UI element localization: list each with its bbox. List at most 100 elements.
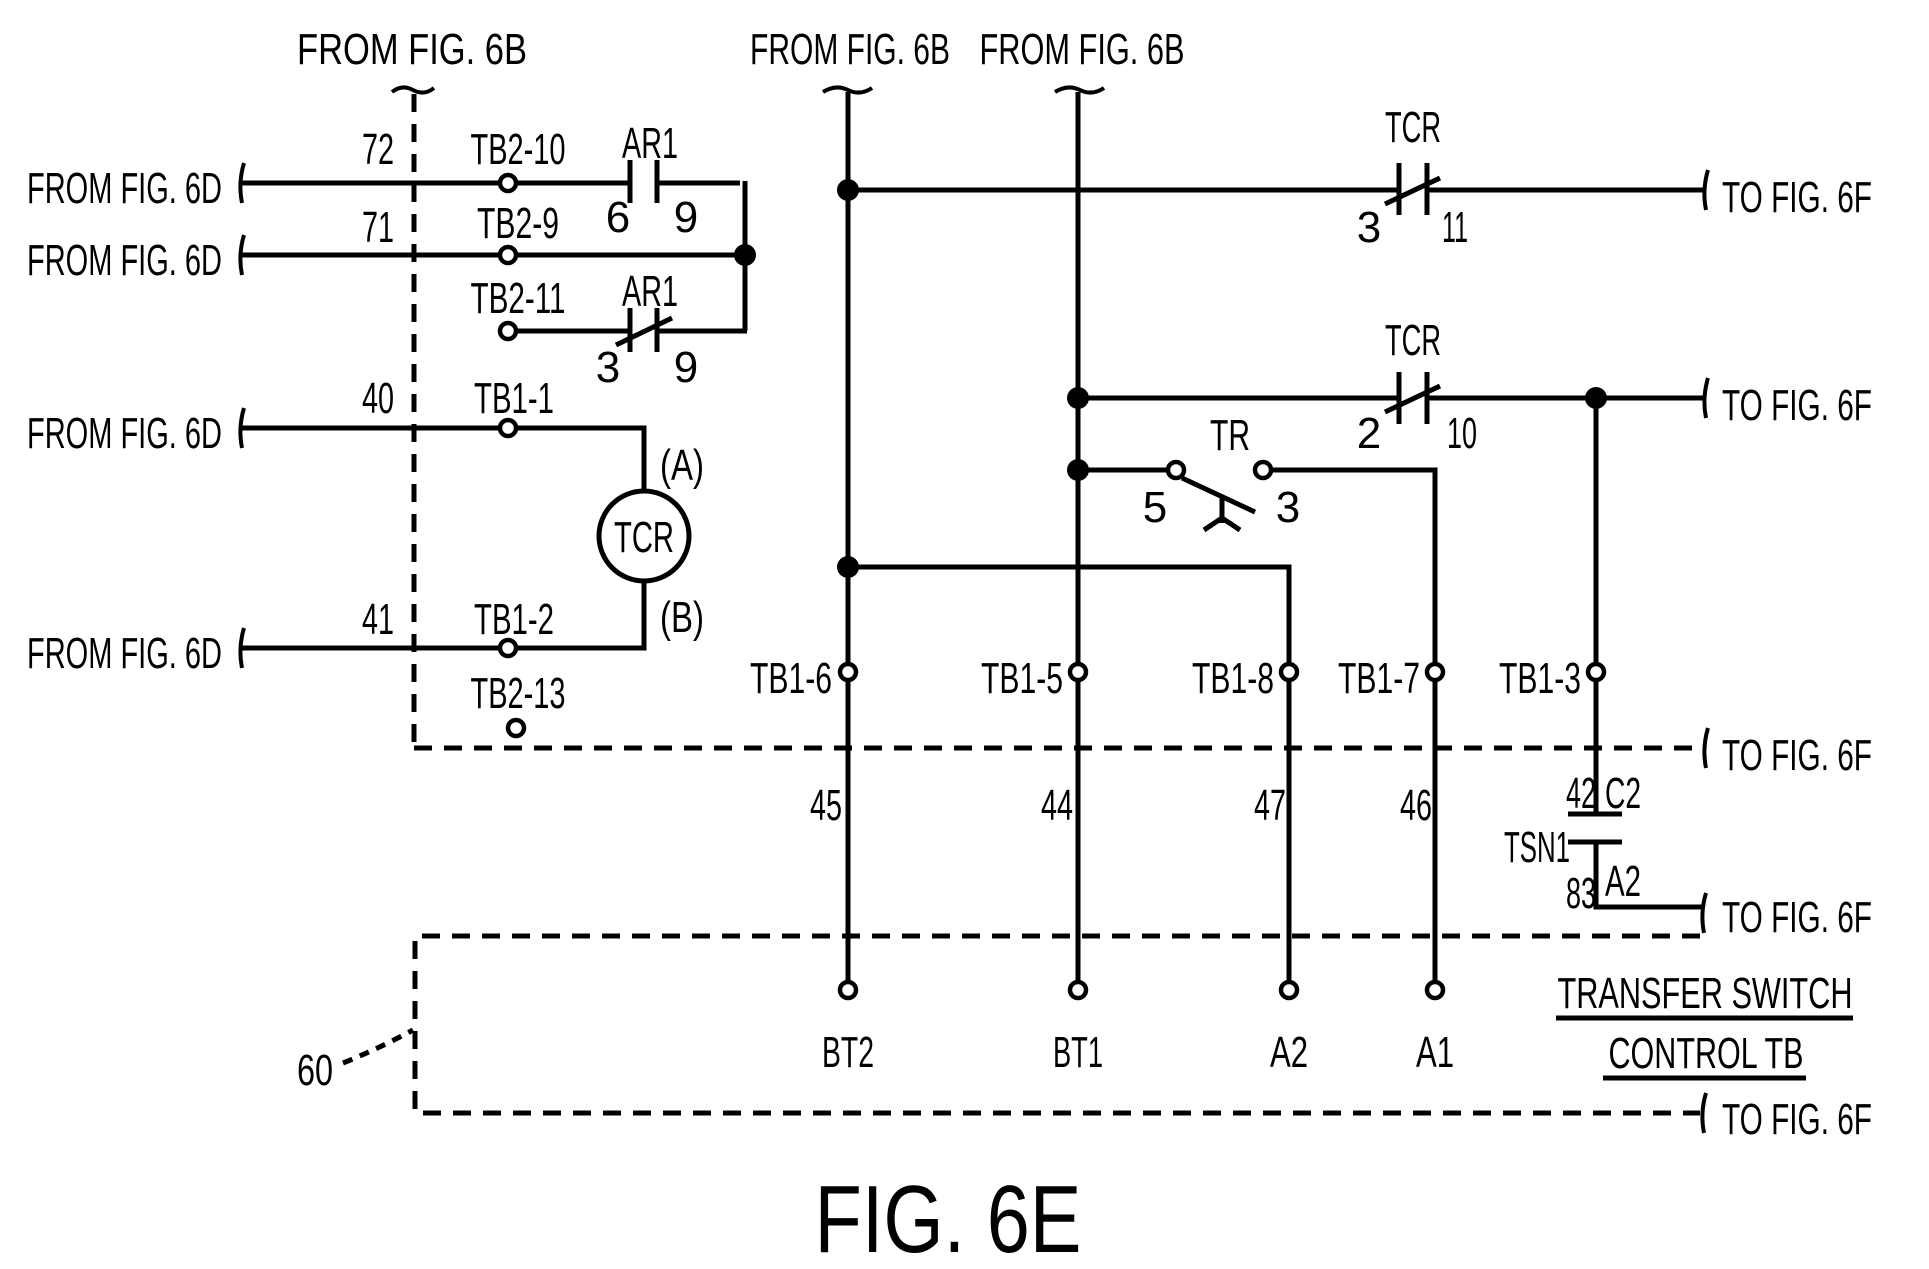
reference-numeral: 60 bbox=[297, 1046, 333, 1095]
wire-number: 71 bbox=[362, 203, 394, 252]
terminal-tb2-9 bbox=[497, 244, 519, 266]
ts-terminal-label: BT2 bbox=[822, 1028, 874, 1077]
ts-terminal-label: A1 bbox=[1416, 1028, 1454, 1077]
ts-terminal-label: A2 bbox=[1270, 1028, 1308, 1077]
terminal-tb2-10 bbox=[497, 172, 519, 194]
terminal-label: TB1-3 bbox=[1499, 654, 1581, 703]
pin-label: 3 bbox=[1357, 203, 1381, 252]
component-label-tsn1: TSN1 bbox=[1504, 823, 1570, 872]
transfer-switch-enclosure-dashed bbox=[412, 933, 1700, 1116]
off-page-bracket bbox=[1702, 727, 1710, 769]
from-fig-6d-label: FROM FIG. 6D bbox=[27, 164, 222, 213]
wire bbox=[1271, 467, 1438, 664]
off-page-bracket bbox=[238, 407, 246, 449]
off-page-bracket bbox=[1702, 377, 1710, 419]
terminal-label: TB1-1 bbox=[474, 374, 554, 423]
wire-number: 47 bbox=[1254, 781, 1286, 830]
ts-terminal-a1 bbox=[1424, 979, 1446, 1001]
component-label-ar1: AR1 bbox=[622, 119, 678, 168]
component-label-ar1: AR1 bbox=[622, 267, 678, 316]
wire bbox=[516, 581, 647, 651]
from-fig-6b-label-bt2: FROM FIG. 6B bbox=[750, 25, 950, 74]
ar1-nc-slash bbox=[614, 315, 674, 348]
terminal-label: TB1-7 bbox=[1338, 654, 1420, 703]
terminal-label: TB1-6 bbox=[750, 654, 832, 703]
pin-label: 10 bbox=[1447, 409, 1477, 458]
tcr-nc-slash bbox=[1383, 175, 1442, 207]
to-fig-6f-label: TO FIG. 6F bbox=[1722, 1095, 1872, 1144]
pin-label: 9 bbox=[674, 193, 698, 242]
coil-pin-label: (A) bbox=[660, 441, 704, 490]
figure-title: FIG. 6E bbox=[815, 1166, 1082, 1269]
wire-number: 45 bbox=[810, 781, 842, 830]
off-page-bracket bbox=[1700, 1092, 1708, 1134]
to-fig-6f-label: TO FIG. 6F bbox=[1722, 173, 1872, 222]
terminal-tb2-11 bbox=[497, 320, 519, 342]
wire-number: 42 bbox=[1566, 769, 1596, 818]
pin-label: 3 bbox=[596, 343, 620, 392]
terminal-tb1-2 bbox=[497, 637, 519, 659]
transfer-switch-caption-line1: TRANSFER SWITCH bbox=[1558, 969, 1853, 1018]
ts-terminal-bt2 bbox=[837, 979, 859, 1001]
off-page-bracket bbox=[238, 627, 246, 669]
tcr-nc-slash bbox=[1383, 383, 1442, 415]
pin-label: 6 bbox=[606, 193, 630, 242]
wire-number: 72 bbox=[362, 125, 394, 174]
wire bbox=[848, 564, 1292, 664]
terminal-label: TB2-10 bbox=[471, 125, 566, 174]
wire bbox=[516, 425, 647, 490]
terminal-label: TB1-5 bbox=[981, 654, 1063, 703]
off-page-bracket bbox=[1702, 169, 1710, 211]
from-fig-6b-label-left: FROM FIG. 6B bbox=[297, 25, 527, 74]
terminal-label: TB1-2 bbox=[474, 595, 554, 644]
pin-label: C2 bbox=[1605, 769, 1641, 818]
off-page-bracket bbox=[238, 234, 246, 276]
pin-label: 2 bbox=[1357, 409, 1381, 458]
off-page-bracket bbox=[238, 162, 246, 204]
tr-terminal-5 bbox=[1165, 459, 1187, 481]
pin-label: 3 bbox=[1276, 483, 1300, 532]
from-fig-6b-label-bt1: FROM FIG. 6B bbox=[980, 25, 1185, 74]
pin-label: 11 bbox=[1442, 203, 1468, 252]
transfer-switch-caption-line2: CONTROL TB bbox=[1609, 1029, 1804, 1078]
terminal-tb1-8 bbox=[1278, 661, 1300, 683]
to-fig-6f-label: TO FIG. 6F bbox=[1722, 381, 1872, 430]
component-label-tcr: TCR bbox=[1385, 103, 1441, 152]
off-page-bracket bbox=[1700, 892, 1708, 934]
pin-label: 9 bbox=[674, 343, 698, 392]
component-label-tcr: TCR bbox=[1385, 316, 1441, 365]
terminal-tb2-13 bbox=[505, 717, 527, 739]
pin-label: 5 bbox=[1143, 483, 1167, 532]
ts-terminal-bt1 bbox=[1067, 979, 1089, 1001]
wire-number: 83 bbox=[1566, 869, 1596, 918]
tr-switch-blade bbox=[1180, 475, 1257, 515]
off-page-bracket bbox=[821, 85, 874, 95]
terminal-tb1-6 bbox=[837, 661, 859, 683]
wire-number: 44 bbox=[1041, 781, 1073, 830]
reference-leader-line bbox=[342, 1027, 415, 1066]
wire-number: 40 bbox=[362, 374, 394, 423]
pin-label: A2 bbox=[1605, 857, 1641, 906]
ts-terminal-label: BT1 bbox=[1053, 1028, 1103, 1077]
terminal-tb1-3 bbox=[1585, 661, 1607, 683]
to-fig-6f-label: TO FIG. 6F bbox=[1722, 731, 1872, 780]
wire-83 bbox=[1593, 842, 1703, 910]
tr-timer-symbol bbox=[1202, 514, 1242, 533]
ts-terminal-a2 bbox=[1278, 979, 1300, 1001]
from-fig-6d-label: FROM FIG. 6D bbox=[27, 409, 222, 458]
tr-terminal-3 bbox=[1252, 459, 1274, 481]
terminal-tb1-7 bbox=[1424, 661, 1446, 683]
component-label-tr: TR bbox=[1210, 411, 1250, 460]
wire-number: 41 bbox=[362, 595, 394, 644]
coil-label: TCR bbox=[614, 513, 674, 562]
from-fig-6d-label: FROM FIG. 6D bbox=[27, 629, 222, 678]
off-page-bracket bbox=[390, 85, 436, 95]
terminal-tb1-5 bbox=[1067, 661, 1089, 683]
wire-number: 46 bbox=[1400, 781, 1432, 830]
to-fig-6f-label: TO FIG. 6F bbox=[1722, 893, 1872, 942]
terminal-label: TB2-9 bbox=[477, 199, 559, 248]
terminal-label: TB2-11 bbox=[471, 274, 566, 323]
terminal-label: TB1-8 bbox=[1192, 654, 1274, 703]
terminal-label: TB2-13 bbox=[471, 669, 566, 718]
